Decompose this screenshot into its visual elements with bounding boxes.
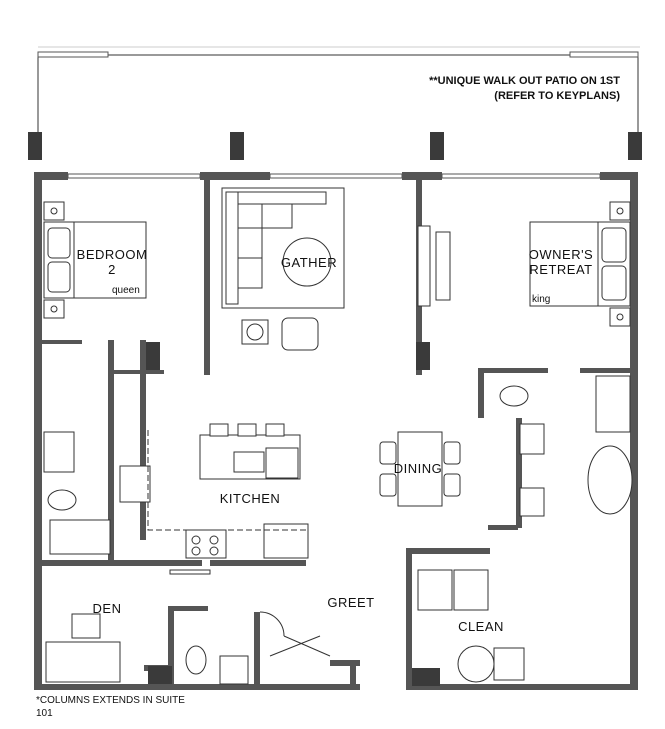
exterior-walls — [34, 172, 638, 690]
column — [412, 668, 440, 686]
bedroom2-label-line1: BEDROOM — [77, 247, 148, 262]
kitchen-fixtures — [119, 423, 309, 559]
columns-note-line1: *COLUMNS EXTENDS IN SUITE — [36, 695, 185, 706]
gather-sofa — [221, 187, 345, 351]
column — [628, 132, 642, 160]
column — [430, 132, 444, 160]
doors — [169, 569, 331, 657]
column — [416, 342, 430, 370]
dining-table — [379, 431, 461, 507]
bedroom2-bed — [43, 201, 147, 319]
columns-note-line2: 101 — [36, 708, 53, 719]
laundry — [417, 569, 525, 683]
patio-area — [37, 46, 640, 160]
bedroom2-label-line2: 2 — [108, 262, 116, 277]
den-desk — [45, 613, 121, 683]
gather-label: GATHER — [281, 255, 337, 270]
den-label: DEN — [93, 601, 122, 616]
interior-columns — [146, 342, 440, 686]
exterior-columns — [28, 132, 642, 160]
owners-retreat-label-line2: RETREAT — [529, 262, 592, 277]
patio-note-line2: (REFER TO KEYPLANS) — [494, 90, 620, 102]
dining-label: DINING — [394, 461, 443, 476]
greet-label: GREET — [327, 595, 374, 610]
bath-fixtures — [43, 375, 633, 685]
column — [28, 132, 42, 160]
column — [146, 342, 160, 370]
owners-bed — [529, 201, 631, 327]
owners-bed-label: king — [532, 294, 550, 305]
column — [230, 132, 244, 160]
bedroom2-bed-label: queen — [112, 285, 140, 296]
clean-label: CLEAN — [458, 619, 504, 634]
owners-retreat-label-line1: OWNER'S — [529, 247, 593, 262]
kitchen-label: KITCHEN — [220, 491, 281, 506]
column — [148, 666, 172, 684]
media-wall — [417, 225, 451, 307]
windows — [67, 173, 601, 179]
patio-note-line1: **UNIQUE WALK OUT PATIO ON 1ST — [429, 75, 620, 87]
